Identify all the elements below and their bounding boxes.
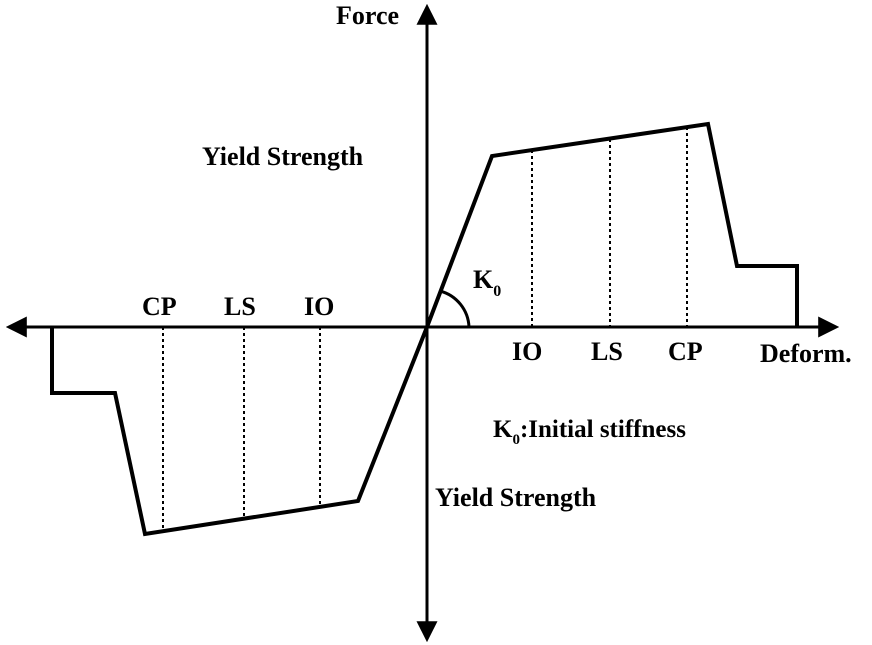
x-axis-label: Deform. xyxy=(760,339,852,368)
yield-strength-label-bottom: Yield Strength xyxy=(435,483,597,512)
ls-label-positive: LS xyxy=(591,337,623,366)
y-axis-label: Force xyxy=(336,1,399,30)
io-label-negative: IO xyxy=(304,292,334,321)
cp-label-negative: CP xyxy=(142,292,177,321)
io-label-positive: IO xyxy=(512,337,542,366)
backbone-curve-negative xyxy=(50,326,429,537)
k0-note-subscript: 0 xyxy=(512,432,520,448)
ls-label-negative: LS xyxy=(224,292,256,321)
k0-note: K0:Initial stiffness xyxy=(493,416,686,448)
yield-strength-label-top: Yield Strength xyxy=(202,142,364,171)
cp-label-positive: CP xyxy=(668,337,703,366)
backbone-curve-positive xyxy=(425,121,799,328)
k0-angle-arc xyxy=(439,289,471,328)
k0-label: K0 xyxy=(473,265,501,300)
k0-note-text: :Initial stiffness xyxy=(520,416,686,443)
k0-subscript: 0 xyxy=(493,283,501,300)
